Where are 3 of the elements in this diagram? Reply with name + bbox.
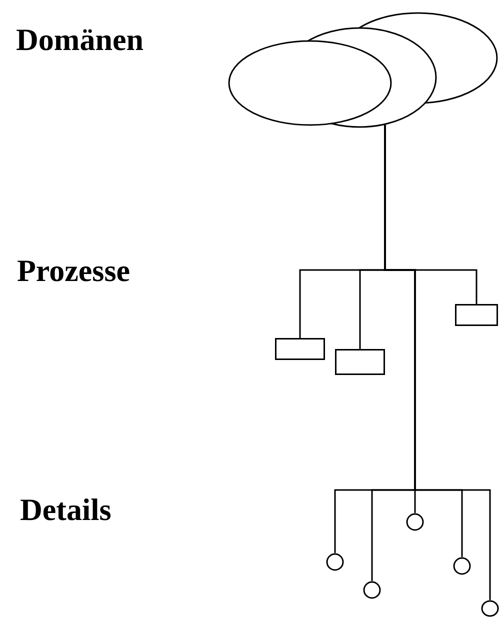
level-label: Domänen: [16, 24, 144, 55]
level-label: Prozesse: [17, 255, 130, 286]
level-label: Details: [20, 494, 112, 525]
